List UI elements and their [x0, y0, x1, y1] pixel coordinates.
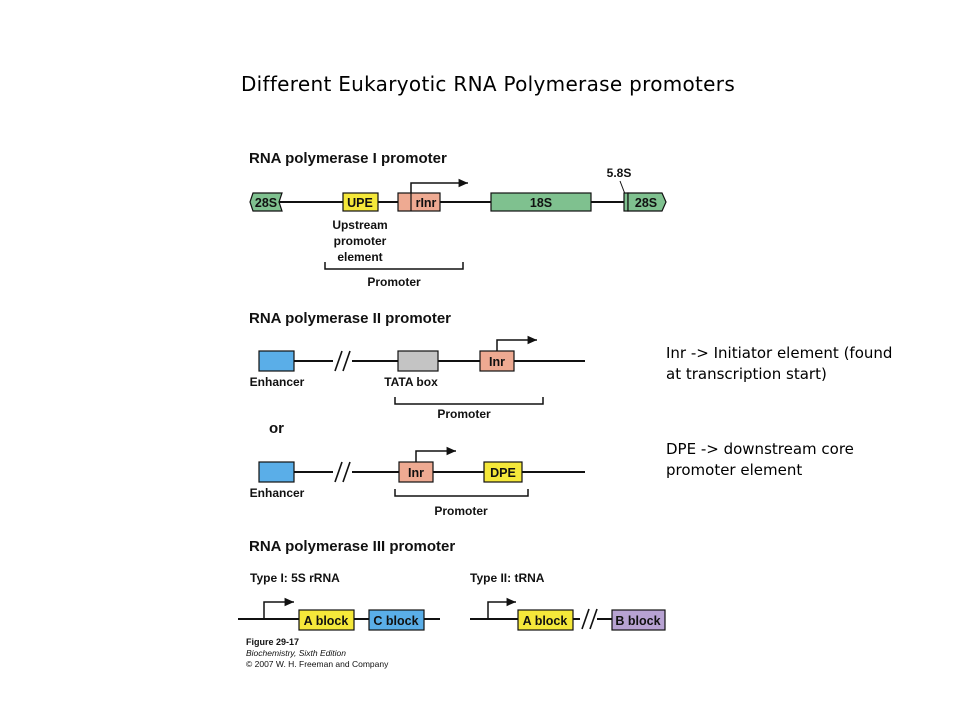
pol3-type2-start-arrow	[487, 597, 516, 619]
pol1-18s-box	[490, 192, 592, 212]
pol3-break-mark-a	[581, 608, 590, 630]
pol2-enhancer-box-1	[258, 350, 295, 372]
pol2-enhancer-box-2	[258, 461, 295, 483]
pol2-heading: RNA polymerase II promoter	[249, 310, 451, 327]
pol2-enhancer-label-2: Enhancer	[250, 486, 305, 500]
pol2-promoter-bracket-1	[394, 397, 544, 405]
note-dpe: DPE -> downstream core promoter element	[666, 440, 854, 479]
slide-title: Different Eukaryotic RNA Polymerase prom…	[240, 72, 736, 96]
pol1-58s-pointer	[619, 180, 626, 195]
pol2-tata-label: TATA box	[384, 375, 438, 389]
pol1-rinr-box	[397, 192, 441, 212]
caption-copyright: © 2007 W. H. Freeman and Company	[246, 659, 389, 669]
pol1-upe-box	[342, 192, 379, 212]
pol1-start-arrow	[410, 178, 468, 193]
pol1-promoter-label: Promoter	[367, 275, 421, 289]
pol1-28s-left-label: 28S	[255, 196, 277, 210]
pol1-28s-left-box	[249, 192, 283, 212]
pol2-start-arrow-2	[415, 446, 456, 462]
pol2-enhancer-label-1: Enhancer	[250, 375, 305, 389]
pol2-tata-box	[397, 350, 439, 372]
pol2-break-mark-2a	[334, 461, 343, 483]
pol1-28s-right-box	[627, 192, 667, 212]
pol3-type2-bblock-box	[611, 609, 666, 631]
pol3-type1-cblock-box	[368, 609, 425, 631]
pol3-type1-label: Type I: 5S rRNA	[250, 571, 340, 585]
pol2-promoter-bracket-2	[394, 489, 529, 497]
caption-book: Biochemistry, Sixth Edition	[246, 648, 346, 658]
pol2-break-gap-2	[333, 462, 352, 482]
pol1-58s-label: 5.8S	[607, 166, 632, 180]
pol2-break-mark-1a	[334, 350, 343, 372]
pol3-break-mark-b	[589, 608, 598, 630]
pol2-or-label: or	[269, 420, 284, 437]
pol2-dpe-label: DPE	[490, 466, 516, 480]
pol2-break-mark-2b	[342, 461, 351, 483]
pol3-heading: RNA polymerase III promoter	[249, 538, 455, 555]
pol2-break-gap-1	[333, 351, 352, 371]
pol3-type1-ablock-label: A block	[304, 614, 349, 628]
pol3-type1-cblock-label: C block	[373, 614, 418, 628]
caption-figure: Figure 29-17	[246, 637, 299, 647]
pol2-break-mark-1b	[342, 350, 351, 372]
pol1-18s-label: 18S	[530, 196, 552, 210]
pol3-type1-start-arrow	[263, 597, 294, 619]
pol3-type2-ablock-box	[517, 609, 574, 631]
pol1-upe-text-3: element	[337, 250, 382, 264]
pol2-dpe-box	[483, 461, 523, 483]
pol3-type2-bblock-label: B block	[615, 614, 660, 628]
pol2-start-arrow-1	[496, 335, 537, 351]
pol3-type1-ablock-box	[298, 609, 355, 631]
pol1-heading: RNA polymerase I promoter	[249, 150, 447, 167]
pol2-promoter-label-2: Promoter	[434, 504, 488, 518]
pol1-28s-right-label: 28S	[635, 196, 657, 210]
pol3-type2-ablock-label: A block	[523, 614, 568, 628]
pol2-promoter-label-1: Promoter	[437, 407, 491, 421]
pol3-type2-label: Type II: tRNA	[470, 571, 545, 585]
pol1-promoter-bracket	[324, 262, 464, 270]
pol1-upe-label: UPE	[347, 196, 373, 210]
pol1-upe-text-2: promoter	[334, 234, 387, 248]
pol1-upe-text-1: Upstream	[332, 218, 387, 232]
pol2-inr-label-1: Inr	[489, 355, 505, 369]
pol1-rinr-label: rInr	[416, 196, 437, 210]
pol2-inr-label-2: Inr	[408, 466, 424, 480]
note-inr: Inr -> Initiator element (found at trans…	[666, 344, 893, 383]
